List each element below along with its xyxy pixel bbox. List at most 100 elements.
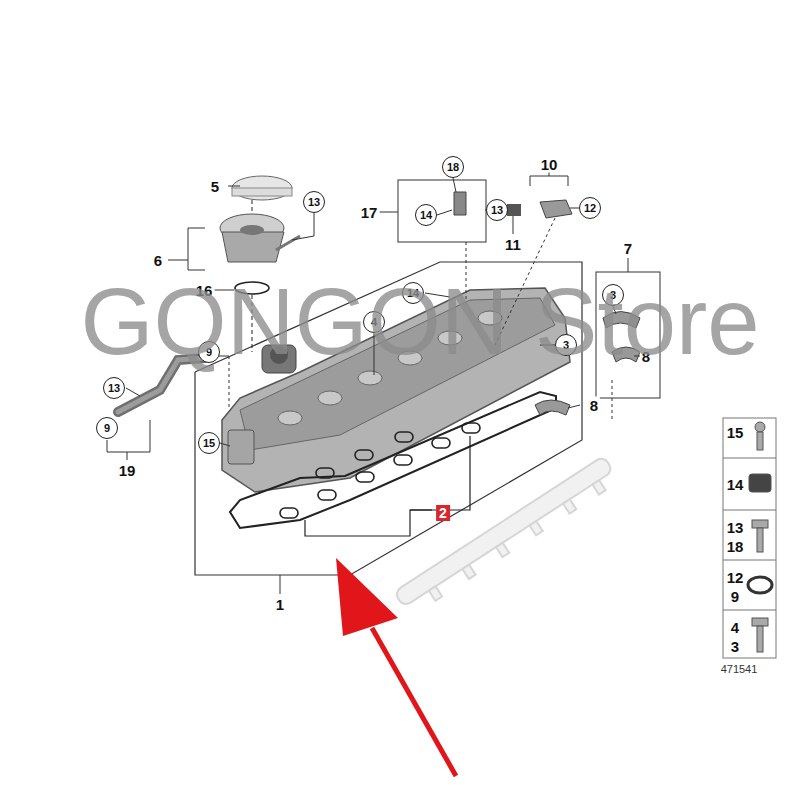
illustration-part: [410, 509, 432, 510]
illustration-part: [723, 510, 776, 511]
illustration-part: [398, 180, 486, 242]
table-cell: 9: [731, 589, 739, 604]
illustration-part: [757, 528, 763, 552]
callout-number: 13: [486, 199, 508, 221]
part-number: 6: [152, 252, 164, 269]
illustration-part: [228, 430, 254, 464]
illustration-part: [749, 474, 771, 492]
diagram-id: 471541: [721, 664, 758, 675]
illustration-part: [723, 418, 776, 658]
illustration-part: [507, 204, 521, 216]
illustration-part: [316, 468, 334, 478]
illustration-part: [232, 176, 292, 200]
illustration-part: [280, 508, 298, 518]
part-number: 8: [588, 397, 600, 414]
table-cell: 4: [731, 620, 739, 635]
illustration-part: [752, 520, 768, 528]
illustration-part: [280, 423, 480, 518]
illustration-part: [394, 456, 613, 607]
illustration-part: [394, 456, 620, 617]
illustration-part: [752, 618, 768, 626]
callout-number: 14: [415, 204, 437, 226]
illustration-part: [612, 380, 613, 420]
illustration-part: [513, 216, 514, 234]
illustration-part: [723, 610, 776, 611]
illustration-part: [437, 210, 452, 215]
illustration-part: [378, 212, 398, 213]
illustration-part: [336, 558, 398, 636]
table-cell: 3: [731, 639, 739, 654]
illustration-part: [228, 186, 240, 187]
illustration-part: [318, 490, 336, 500]
illustration-part: [496, 543, 509, 557]
table-cell: 12: [727, 570, 744, 585]
illustration-part: [252, 200, 253, 214]
illustration-part: [356, 472, 374, 482]
callout-number: 15: [198, 432, 220, 454]
illustration-part: [568, 405, 580, 408]
illustration-part: [278, 411, 302, 425]
illustration-part: [358, 371, 382, 385]
table-cell: 14: [727, 477, 744, 492]
highlighted-part-number: 2: [436, 505, 450, 521]
part-number: 7: [622, 240, 634, 257]
part-number: 1: [274, 596, 286, 613]
illustration-part: [305, 436, 470, 536]
watermark: GQNGON Store: [80, 275, 759, 369]
part-number: 19: [117, 462, 138, 479]
illustration-part: [723, 560, 776, 561]
illustration-part: [530, 176, 568, 186]
illustration-part: [530, 521, 543, 535]
part-number: 5: [209, 178, 221, 195]
part-number: 10: [539, 156, 560, 173]
illustration-part: [318, 391, 342, 405]
illustration-part: [429, 586, 442, 600]
illustration-part: [757, 626, 763, 652]
illustration-part: [355, 450, 373, 460]
illustration-part: [240, 225, 264, 235]
illustration-part: [232, 188, 292, 196]
illustration-part: [453, 178, 456, 192]
illustration-part: [280, 575, 281, 594]
callout-number: 9: [96, 417, 118, 439]
illustration-part: [314, 213, 315, 236]
illustration-part: [168, 260, 188, 261]
callout-number: 13: [303, 191, 325, 213]
illustration-part: [592, 480, 605, 494]
illustration-part: [220, 443, 230, 446]
illustration-part: [540, 200, 572, 218]
illustration-part: [126, 178, 640, 594]
illustration-part: [748, 422, 772, 652]
illustration-part: [454, 192, 466, 215]
illustration-part: [188, 228, 205, 270]
illustration-part: [127, 452, 128, 460]
illustration-part: [748, 577, 772, 593]
illustration-part: [372, 628, 456, 776]
callout-number: 13: [103, 377, 125, 399]
part-number: 17: [359, 204, 380, 221]
illustration-part: [432, 438, 450, 448]
illustration-part: [395, 432, 413, 442]
illustration-part: [462, 423, 480, 433]
illustration-part: [723, 458, 776, 459]
illustration-part: [549, 172, 550, 176]
callout-number: 18: [442, 156, 464, 178]
callout-number: 12: [579, 197, 601, 219]
table-cell: 13: [727, 520, 744, 535]
illustration-part: [757, 432, 763, 450]
illustration-part: [276, 236, 300, 250]
table-cell: 18: [727, 539, 744, 554]
table-cell: 15: [727, 425, 744, 440]
illustration-part: [563, 499, 576, 513]
illustration-part: [570, 208, 579, 209]
illustration-part: [723, 418, 776, 658]
illustration-part: [230, 392, 556, 528]
illustration-part: [755, 422, 765, 432]
illustration-part: [126, 388, 140, 396]
illustration-part: [292, 236, 314, 240]
illustration-part: [628, 258, 629, 272]
illustration-part: [222, 232, 284, 262]
illustration-part: [394, 455, 412, 465]
illustration-part: [535, 400, 570, 415]
